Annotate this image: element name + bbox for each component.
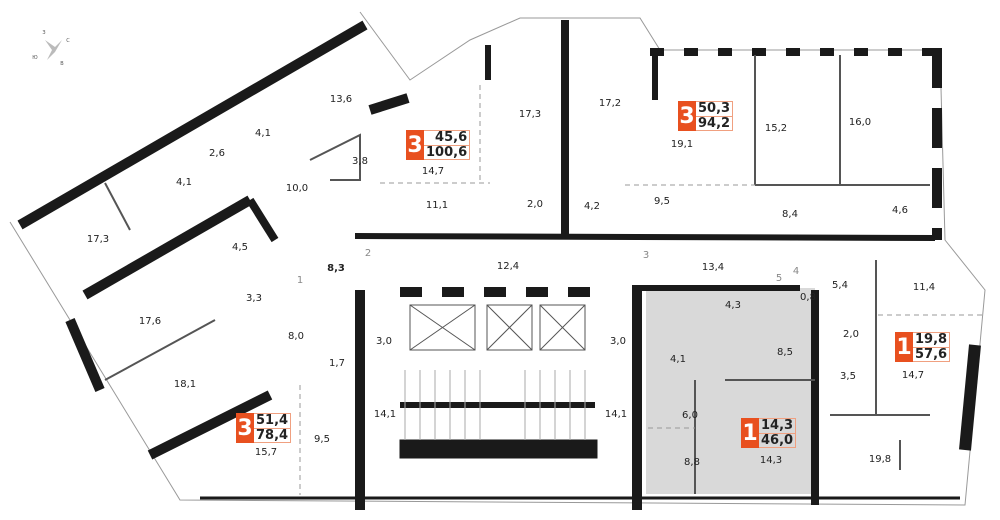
room-area: 8,8 [684, 457, 700, 468]
compass-icon: З С Ю В [32, 30, 70, 67]
room-area: 4,1 [255, 128, 271, 139]
room-area: 3,0 [376, 336, 392, 347]
room-area: 11,1 [426, 200, 448, 211]
elevator-shafts [409, 304, 586, 351]
living-area: 19,8 [913, 332, 950, 348]
room-area: 14,1 [605, 409, 627, 420]
highlighted-apartment[interactable] [646, 288, 815, 494]
room-area: 2,0 [843, 329, 859, 340]
room-count: 1 [895, 332, 913, 362]
door-numbers: 1 2 3 4 5 [297, 248, 799, 286]
svg-text:В: В [60, 61, 64, 67]
room-area: 14,7 [902, 370, 924, 381]
living-area: 51,4 [254, 413, 291, 429]
room-area: 13,6 [330, 94, 352, 105]
room-area: 1,7 [329, 358, 345, 369]
room-area: 8,4 [782, 209, 798, 220]
room-area: 6,0 [682, 410, 698, 421]
room-area: 16,0 [849, 117, 871, 128]
room-area: 17,6 [139, 316, 161, 327]
room-area: 14,7 [422, 166, 444, 177]
room-area: 5,4 [832, 280, 848, 291]
total-area: 46,0 [761, 433, 794, 448]
room-area: 14,1 [374, 409, 396, 420]
svg-text:С: С [66, 38, 70, 44]
door-number: 2 [365, 248, 371, 259]
stairs [404, 370, 586, 440]
room-area: 9,5 [314, 434, 330, 445]
door-number: 4 [793, 266, 799, 277]
walls [17, 20, 981, 510]
room-area: 2,6 [209, 148, 225, 159]
room-area: 19,1 [671, 139, 693, 150]
room-area: 3,0 [610, 336, 626, 347]
room-area: 4,2 [584, 201, 600, 212]
room-areas: 13,6 4,1 2,6 4,1 3,8 10,0 17,3 4,5 11,1 … [87, 94, 935, 468]
room-count: 3 [406, 130, 424, 160]
total-area: 94,2 [698, 116, 731, 131]
room-area: 3,3 [246, 293, 262, 304]
room-area: 8,3 [327, 263, 345, 274]
total-area: 78,4 [256, 428, 289, 443]
room-count: 3 [236, 413, 254, 443]
room-area: 15,2 [765, 123, 787, 134]
room-area: 19,8 [869, 454, 891, 465]
room-area: 18,1 [174, 379, 196, 390]
room-area: 11,4 [913, 282, 935, 293]
svg-text:З: З [42, 30, 45, 36]
partitions [104, 55, 930, 494]
room-area: 4,6 [892, 205, 908, 216]
room-area: 4,1 [176, 177, 192, 188]
living-area: 50,3 [696, 101, 733, 117]
svg-text:Ю: Ю [32, 55, 38, 61]
room-area: 14,3 [760, 455, 782, 466]
room-area: 9,5 [654, 196, 670, 207]
room-count: 3 [678, 101, 696, 131]
room-area: 4,1 [670, 354, 686, 365]
room-area: 8,5 [777, 347, 793, 358]
room-area: 8,0 [288, 331, 304, 342]
room-count: 1 [741, 418, 759, 448]
zone-lines [299, 85, 985, 495]
door-number: 5 [776, 273, 782, 284]
total-area: 100,6 [426, 145, 468, 160]
room-area: 17,3 [519, 109, 541, 120]
room-area: 17,2 [599, 98, 621, 109]
room-area: 3,5 [840, 371, 856, 382]
total-area: 57,6 [915, 347, 948, 362]
room-area: 17,3 [87, 234, 109, 245]
room-area: 15,7 [255, 447, 277, 458]
door-number: 3 [643, 250, 649, 261]
room-area: 12,4 [497, 261, 519, 272]
room-area: 3,8 [352, 156, 368, 167]
living-area: 45,6 [424, 131, 470, 146]
room-area: 10,0 [286, 183, 308, 194]
room-area: 13,4 [702, 262, 724, 273]
living-area: 14,3 [759, 418, 796, 434]
room-area: 4,3 [725, 300, 741, 311]
room-area: 0,8 [800, 292, 816, 303]
room-area: 4,5 [232, 242, 248, 253]
room-area: 2,0 [527, 199, 543, 210]
door-number: 1 [297, 275, 303, 286]
